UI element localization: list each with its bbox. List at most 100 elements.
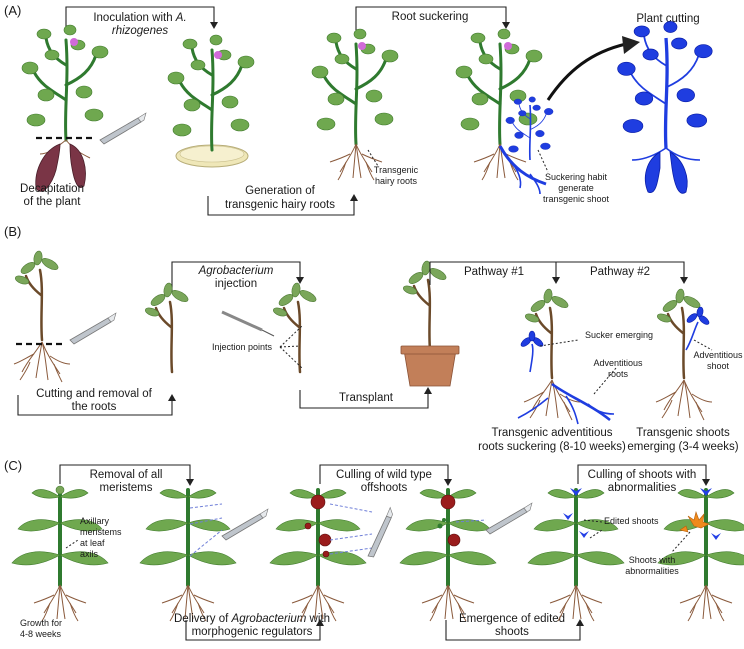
emergence-bracket [445,619,584,641]
abn-pointer [671,531,691,553]
offshoot-meristem [447,533,461,547]
axillary-pointer [65,539,79,549]
inoculation-label: Inoculation with A. [93,12,186,24]
transplant-bracket [299,387,432,409]
edited-shoots-label: Edited shoots [604,516,659,526]
culling-abn-label-2: abnormalities [608,482,677,494]
hairy-roots-label-1: Transgenic [374,165,419,175]
removal-bracket [59,464,194,486]
axillary-label-1: Axillary [80,516,110,526]
offshoot-meristem [304,522,312,530]
panel-a-label: (A) [4,3,21,18]
transgenic-adv-label-1: Transgenic adventitious [491,427,612,439]
culling-abn-label-1: Culling of shoots with [588,469,697,481]
pot [403,349,457,387]
offshoot-meristem [322,550,330,558]
plant-c6-abnormal [656,487,744,622]
hairy-roots-pointer [367,149,379,167]
decapitation-label-2: of the plant [24,196,82,208]
edited-pointer-c4 [455,519,487,523]
offshoot-meristem [318,533,332,547]
flower-icon [504,42,512,50]
root-suckering-label: Root suckering [392,11,469,23]
adventitious-roots-label-2: roots [608,369,629,379]
edited-bud [437,523,443,529]
plant-cutting-label: Plant cutting [636,13,699,25]
axillary-label-3: at leaf [80,538,105,548]
pathway-2-label: Pathway #2 [590,266,650,278]
plant-b4-potted [400,259,460,387]
delivery-bracket [185,619,324,641]
suckering-label-2: generate [558,183,594,193]
plant-a5-transgenic [615,19,714,194]
culling-abn-bracket [577,464,710,486]
plant-c1-growth [10,485,110,622]
suckering-label-1: Suckering habit [545,172,608,182]
culling-wild-bracket [319,464,452,486]
plant-b3-injected [270,281,320,374]
plant-c4-edited-emerging [398,487,498,622]
removal-label-2: meristems [99,482,152,494]
syringe-icon [221,310,275,337]
plant-b2-cut-stem [142,281,192,374]
edited-shoots-pointer-2 [589,529,603,539]
injection-pointer-3 [279,346,303,369]
sucker-emerging-label: Sucker emerging [585,330,653,340]
offshoot-pointer-3 [329,547,373,555]
flower-icon [214,51,222,59]
adventitious-roots-label-1: Adventitious [593,358,643,368]
offshoot-pointer-2 [329,533,373,541]
meristem-pointer-2 [189,517,223,525]
transgenic-shoots-label-2: emerging (3-4 weeks) [627,441,738,453]
adventitious-roots-pointer [593,367,617,395]
meristem-pointer-1 [189,503,223,509]
abn-label-1: Shoots with [629,555,676,565]
plant-a3-hairy-roots [310,27,400,181]
scalpel-icon [99,112,147,145]
offshoot-meristem [440,494,456,510]
apical-meristem [55,485,65,495]
emergence-label-2: shoots [495,626,529,638]
delivery-label-2: morphogenic regulators [192,626,313,638]
scalpel-icon-b [69,312,117,345]
plant-cutting-arrow [546,42,627,101]
transgenic-adv-label-2: roots suckering (8-10 weeks) [478,441,626,453]
offshoot-meristem [310,494,326,510]
scalpel-icon-c3 [485,502,533,535]
plant-b1-cutting [12,249,71,383]
axillary-label-2: meristems [80,527,122,537]
injection-points-label: Injection points [212,342,273,352]
plant-c3-offshoots [268,487,368,622]
delivery-label-1: Delivery of Agrobacterium with [174,613,330,625]
offshoot-pointer-1 [329,503,373,513]
growth-label-2: 4-8 weeks [20,629,62,639]
cutting-bracket [17,394,176,416]
adventitious-shoot-label-2: shoot [707,361,730,371]
generation-label-2: transgenic hairy roots [225,199,335,211]
abnormal-shoot [679,510,710,533]
generation-bracket [207,194,358,216]
edited-shoots-pointer-1 [583,519,603,523]
adventitious-shoot-label-1: Adventitious [693,350,743,360]
removal-label-1: Removal of all [90,469,163,481]
flower-icon [358,42,366,50]
pathway-bracket [429,261,688,285]
culling-wild-label-2: offshoots [361,482,408,494]
adventitious-shoot-pointer [693,339,713,351]
plant-cutting-arrowhead [622,36,640,54]
plant-a4-suckering [454,27,554,195]
culling-wild-label-1: Culling of wild type [336,469,432,481]
panel-c-label: (C) [4,458,22,473]
panel-b-label: (B) [4,224,21,239]
meristem-pointer-3 [189,529,223,557]
scalpel-icon-c2 [352,507,409,560]
flower-icon [70,38,78,46]
plant-b6-adventitious-shoot [654,287,713,421]
pathway-1-label: Pathway #1 [464,266,524,278]
cutting-label-1: Cutting and removal of [36,388,153,400]
injection-label: injection [215,278,257,290]
growth-label-1: Growth for [20,618,62,628]
injection-bracket [171,261,304,292]
